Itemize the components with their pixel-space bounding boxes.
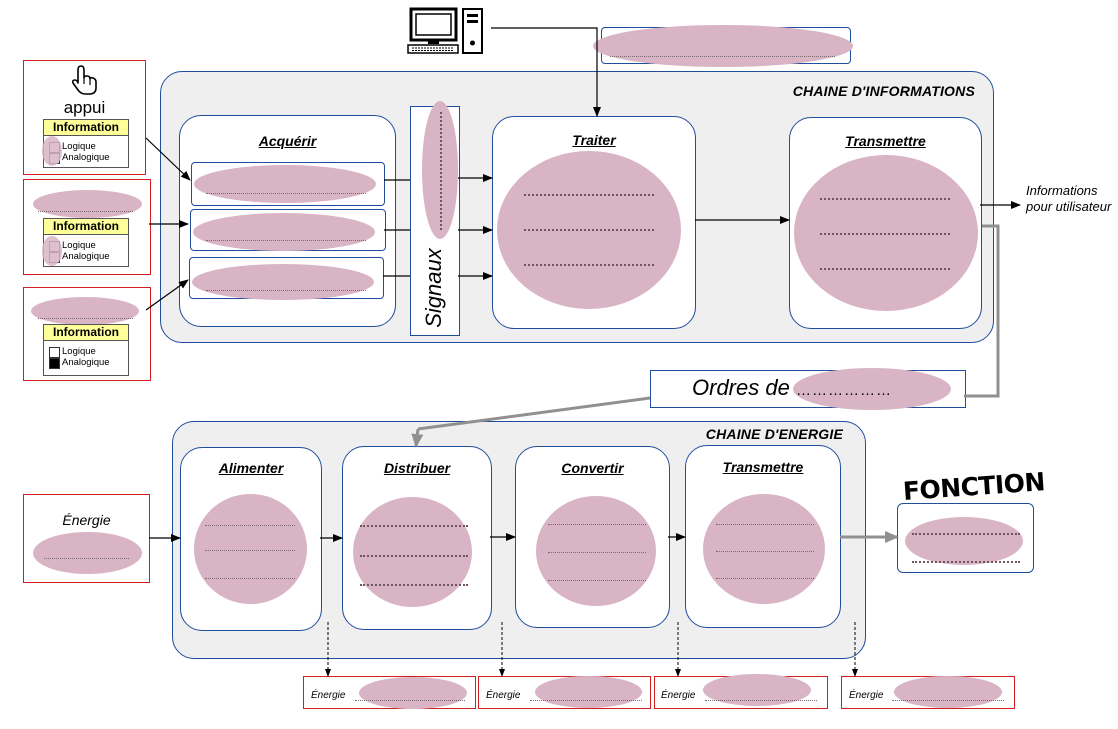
computer-info-blob xyxy=(593,25,853,67)
energy-output-2-dots xyxy=(530,700,642,701)
acquerir-blob-3 xyxy=(192,264,374,300)
convertir-dots-2 xyxy=(548,552,646,553)
convertir-blob xyxy=(536,496,656,606)
info-box-3-option-analogique: Analogique xyxy=(44,357,128,369)
alimenter-dots-1 xyxy=(205,525,295,526)
distribuer-blob xyxy=(353,497,472,607)
energy-input-dots xyxy=(44,558,129,559)
orders-prefix: Ordres de xyxy=(692,375,790,400)
energy-output-2-blob xyxy=(535,676,642,708)
appui-label: appui xyxy=(63,98,106,117)
energy-output-3-blob xyxy=(703,674,811,706)
info-chain-title: CHAINE D'INFORMATIONS xyxy=(792,83,975,99)
computer-info-dots xyxy=(610,56,835,57)
distribuer-title: Distribuer xyxy=(383,460,451,476)
output-info-text: Informations pour utilisateur xyxy=(1026,183,1112,214)
alimenter-dots-2 xyxy=(205,550,295,551)
energy-output-3-dots xyxy=(705,700,817,701)
energy-output-4-dots xyxy=(892,700,1004,701)
convertir-dots-3 xyxy=(548,580,646,581)
energy-chain-title: CHAINE D'ENERGIE xyxy=(705,426,843,442)
input-3-blob xyxy=(31,297,139,325)
info-box-2-header: Information xyxy=(44,219,128,235)
transmettre-energy-blob xyxy=(703,494,825,604)
info-box-1-blob xyxy=(42,136,62,166)
energy-output-1-label: Énergie xyxy=(311,690,346,701)
transmettre-energy-dots-2 xyxy=(716,551,814,552)
energy-input-blob xyxy=(33,532,142,574)
transmettre-energy-dots-3 xyxy=(716,578,814,579)
info-box-1-header: Information xyxy=(44,120,128,136)
computer-icon xyxy=(406,7,486,55)
energy-output-4-label: Énergie xyxy=(849,690,884,701)
alimenter-dots-3 xyxy=(205,578,295,579)
fonction-dots-2 xyxy=(912,561,1020,563)
energy-output-3-label: Énergie xyxy=(661,690,696,701)
transmettre-info-title: Transmettre xyxy=(845,133,926,149)
convertir-title: Convertir xyxy=(561,460,624,476)
transmettre-info-dots-1 xyxy=(820,198,950,200)
fonction-label: FONCTION xyxy=(901,467,1046,506)
hand-pointer-icon xyxy=(68,64,100,96)
convertir-dots-1 xyxy=(548,524,646,525)
info-box-3: Information Logique Analogique xyxy=(43,324,129,376)
energy-output-1-blob xyxy=(359,677,467,709)
traiter-title: Traiter xyxy=(572,132,616,148)
distribuer-dots-3 xyxy=(360,584,468,586)
transmettre-energy-title: Transmettre xyxy=(722,459,804,475)
transmettre-energy-dots-1 xyxy=(716,524,814,525)
orders-text: Ordres de ……………… xyxy=(692,375,892,401)
acquerir-title: Acquérir xyxy=(258,133,317,149)
energy-output-4-blob xyxy=(894,676,1002,708)
alimenter-title: Alimenter xyxy=(218,460,284,476)
fonction-dots-1 xyxy=(912,533,1020,535)
info-box-3-option-logique: Logique xyxy=(44,346,128,358)
input-3-dots xyxy=(38,318,133,319)
acquerir-dots-2 xyxy=(206,240,366,241)
input-2-blob xyxy=(33,190,142,218)
energy-output-2-label: Énergie xyxy=(486,690,521,701)
orders-dots: ……………… xyxy=(795,382,892,399)
energy-input-label: Énergie xyxy=(62,512,111,528)
energy-output-1-dots xyxy=(355,700,465,701)
acquerir-dots-1 xyxy=(206,193,366,194)
info-box-3-header: Information xyxy=(44,325,128,341)
checkbox-analogique-3[interactable] xyxy=(49,358,60,369)
orders-blob xyxy=(793,368,951,410)
traiter-dots-1 xyxy=(524,194,654,196)
transmettre-info-dots-2 xyxy=(820,233,950,235)
info-box-2-blob xyxy=(42,236,62,266)
fonction-blob xyxy=(905,517,1023,565)
signals-dotted-line xyxy=(440,112,442,230)
acquerir-dots-3 xyxy=(206,290,366,291)
distribuer-dots-2 xyxy=(360,555,468,557)
signals-label: Signaux xyxy=(421,248,446,328)
alimenter-blob xyxy=(194,494,307,604)
distribuer-dots-1 xyxy=(360,525,468,527)
checkbox-logique-3[interactable] xyxy=(49,347,60,358)
input-2-dots xyxy=(38,211,133,212)
traiter-dots-3 xyxy=(524,264,654,266)
acquerir-blob-2 xyxy=(193,213,375,251)
traiter-dots-2 xyxy=(524,229,654,231)
transmettre-info-dots-3 xyxy=(820,268,950,270)
acquerir-blob-1 xyxy=(194,165,376,203)
